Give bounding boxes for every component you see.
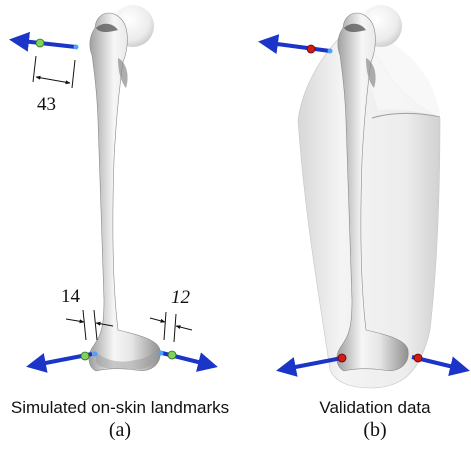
dimension-12-label: 12 <box>171 287 191 308</box>
bone-landmark-hip-a <box>73 44 79 50</box>
neck-shading-a <box>96 23 118 32</box>
panel-b <box>258 5 470 389</box>
skin-landmark-knee-lateral <box>167 350 177 360</box>
landmark-arrow-hip-b <box>258 34 331 55</box>
landmark-arrow-hip-a <box>9 31 77 52</box>
sublabel-a: (a) <box>108 419 132 441</box>
caption-b: Validation data <box>319 398 431 417</box>
greater-trochanter-b <box>366 58 376 88</box>
dimension-12: 12 <box>149 287 193 343</box>
skin-upper-b <box>365 37 440 118</box>
landmark-arrow-knee-medial-b <box>276 356 343 377</box>
caption-a: Simulated on-skin landmarks <box>10 398 230 417</box>
bone-landmark-knee-lateral-a <box>158 350 164 356</box>
skin-cut-edge-b <box>371 112 441 119</box>
validation-landmark-hip <box>306 44 316 54</box>
bone-landmark-hip-b <box>327 48 333 54</box>
dimension-14: 14 <box>61 286 114 341</box>
skin-landmark-hip <box>35 38 45 48</box>
validation-landmark-knee-medial <box>337 353 347 363</box>
sublabel-b: (b) <box>363 419 387 441</box>
panel-a: 43 14 12 <box>9 5 218 373</box>
greater-trochanter-a <box>118 58 128 88</box>
dimension-14-label: 14 <box>61 286 81 307</box>
skin-landmark-knee-medial <box>80 351 90 361</box>
dimension-43-label: 43 <box>37 94 56 115</box>
condyle-shading-a <box>96 345 159 370</box>
bone-landmark-knee-medial-a <box>92 351 98 357</box>
validation-landmark-knee-lateral <box>413 353 423 363</box>
neck-shading-b <box>344 23 366 32</box>
dimension-43: 43 <box>32 55 76 115</box>
